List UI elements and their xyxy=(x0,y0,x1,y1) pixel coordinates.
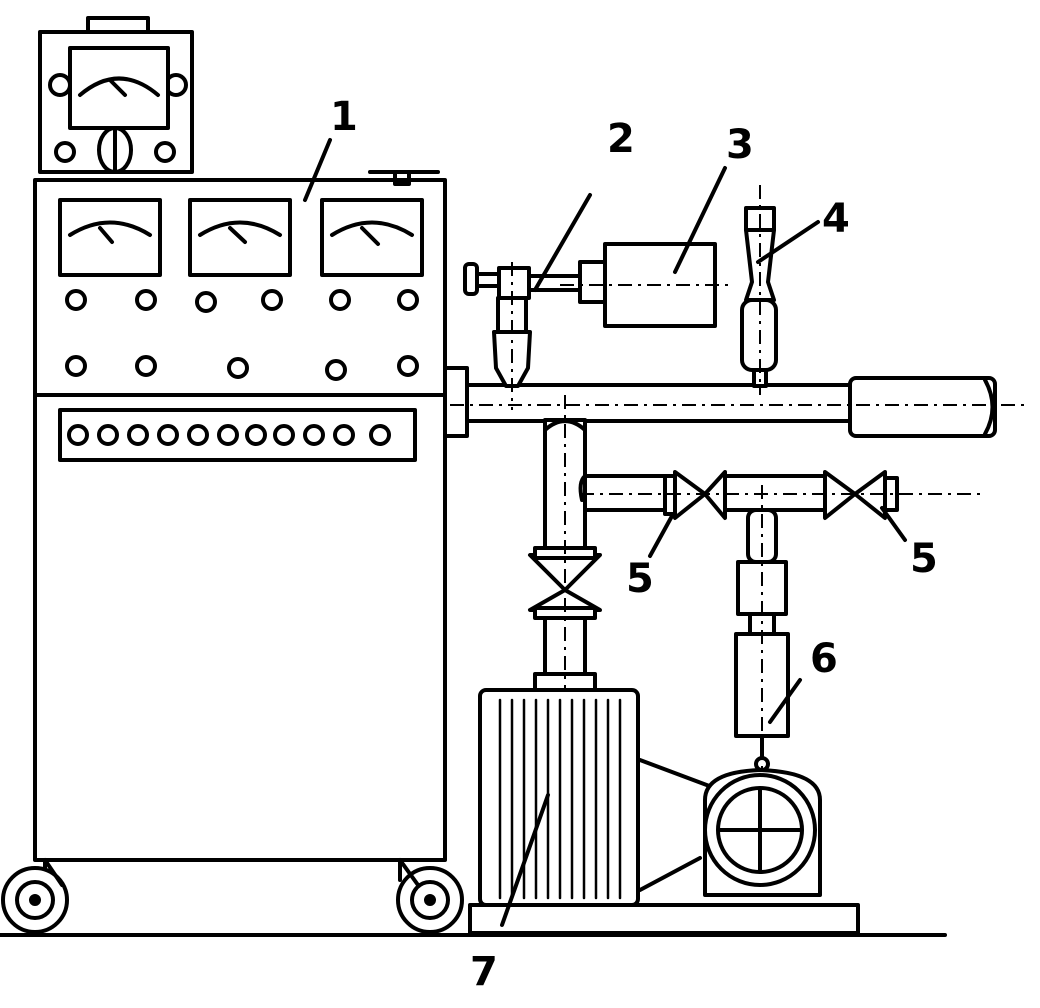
leader-4 xyxy=(756,220,820,264)
side-branch-elbow xyxy=(578,474,587,502)
valve-assembly xyxy=(580,470,985,520)
label-1: 1 xyxy=(330,94,358,140)
top-valve-stem xyxy=(393,170,411,186)
right-wheel xyxy=(396,858,464,934)
belt-upper xyxy=(638,758,722,792)
leader-6 xyxy=(768,678,802,724)
rotary-pump xyxy=(638,758,822,897)
label-5-left: 5 xyxy=(626,556,654,602)
top-meter-scale xyxy=(78,76,160,97)
leader-7 xyxy=(500,793,550,927)
label-5-right: 5 xyxy=(910,536,938,582)
pump-base-plate xyxy=(468,903,860,935)
leader-1 xyxy=(303,138,332,202)
manifold-end-fitting xyxy=(848,376,997,438)
leader-3 xyxy=(673,166,727,274)
leader-5a xyxy=(648,514,674,558)
cabinet-knob-row-2 xyxy=(65,355,419,381)
leader-2 xyxy=(533,193,592,292)
control-cabinet xyxy=(1,170,464,934)
cabinet-meter-2 xyxy=(188,198,292,277)
manifold-tube xyxy=(465,383,854,423)
foreline xyxy=(734,485,790,772)
sensor-tube xyxy=(740,185,778,395)
top-meter-handle xyxy=(86,16,150,34)
belt-lower xyxy=(638,856,702,892)
manifold-open-end xyxy=(983,378,995,436)
diffusion-pump xyxy=(478,688,640,907)
cabinet-body xyxy=(33,178,447,862)
left-wheel xyxy=(1,858,69,934)
cabinet-meter-3 xyxy=(320,198,424,277)
top-meter-box xyxy=(38,16,194,174)
cabinet-meter-1 xyxy=(58,198,162,277)
label-6: 6 xyxy=(810,636,838,682)
callout-labels: 1 2 3 4 5 5 6 7 xyxy=(330,94,938,995)
main-manifold-pipe xyxy=(443,366,1030,438)
label-4: 4 xyxy=(822,196,850,242)
manifold-flange xyxy=(443,366,469,438)
needle-valve-stem xyxy=(475,272,501,288)
leader-5b xyxy=(880,506,907,542)
label-7: 7 xyxy=(470,949,498,995)
top-meter-needle xyxy=(108,78,127,97)
top-meter-knob-bl xyxy=(54,141,76,163)
label-2: 2 xyxy=(607,116,635,162)
cabinet-knob-row-1 xyxy=(65,289,419,313)
leader-lines xyxy=(303,138,907,927)
label-3: 3 xyxy=(726,122,754,168)
top-meter-knob-br xyxy=(154,141,176,163)
gauge-head-coupling xyxy=(578,260,608,304)
gauge-head xyxy=(560,242,730,328)
needle-valve-body xyxy=(497,266,531,300)
indicator-lamps xyxy=(67,424,391,446)
